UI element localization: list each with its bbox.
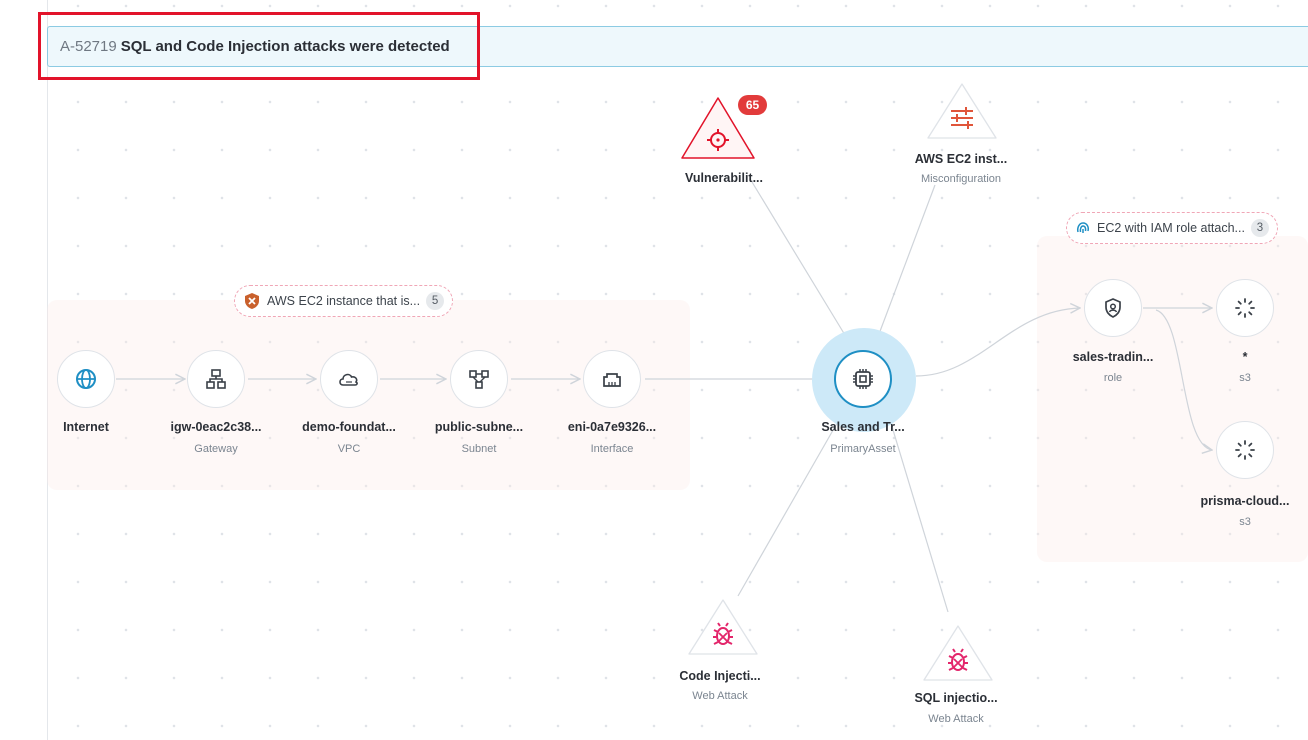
node-s3-star[interactable] [1216, 279, 1274, 337]
node-vpc-type: VPC [337, 443, 361, 455]
node-s3-star-title: * [1242, 350, 1248, 364]
bug-icon [713, 622, 733, 645]
edge-role-s3prisma [1155, 309, 1212, 450]
node-sql-injection-type: Web Attack [928, 713, 984, 725]
group-chip-iam[interactable]: EC2 with IAM role attach... 3 [1066, 212, 1278, 244]
node-subnet-type: Subnet [461, 443, 497, 455]
node-gateway-type: Gateway [194, 443, 238, 455]
node-interface-type: Interface [590, 443, 634, 455]
node-vpc-title: demo-foundat... [302, 420, 396, 434]
node-internet-title: Internet [63, 420, 109, 434]
sliders-icon [951, 107, 973, 129]
node-sql-injection-title: SQL injectio... [914, 691, 998, 705]
cpu-icon [853, 369, 873, 389]
cloud-icon [339, 373, 358, 386]
node-role-type: role [1103, 372, 1123, 384]
edge-primary-sqlinjection [889, 419, 949, 613]
edge-vulnerability-primary [751, 181, 849, 341]
group-chip-iam-count: 3 [1250, 219, 1269, 237]
fingerprint-icon [1077, 222, 1089, 233]
crosshair-icon [707, 129, 729, 151]
node-s3-star-type: s3 [1239, 372, 1251, 384]
user-shield-icon [1105, 298, 1121, 318]
node-gateway[interactable] [187, 350, 245, 408]
spinner-icon [1235, 298, 1255, 318]
subnet-icon [469, 370, 489, 389]
node-interface[interactable] [583, 350, 641, 408]
shield-warning-icon [245, 293, 259, 309]
node-s3-prisma-title: prisma-cloud... [1200, 494, 1290, 508]
network-icon [206, 369, 226, 389]
node-vulnerability-title: Vulnerabilit... [684, 171, 764, 185]
node-code-injection-type: Web Attack [692, 690, 748, 702]
node-interface-title: eni-0a7e9326... [567, 420, 657, 434]
node-primary-title: Sales and Tr... [821, 420, 905, 434]
edge-primary-role [915, 308, 1080, 377]
alert-title: SQL and Code Injection attacks were dete… [120, 38, 450, 55]
ethernet-icon [603, 373, 621, 387]
node-primary-type: PrimaryAsset [830, 443, 896, 455]
node-sql-injection[interactable] [918, 622, 998, 684]
spinner-icon [1235, 440, 1255, 460]
group-chip-iam-label: EC2 with IAM role attach... [1097, 221, 1245, 235]
vulnerability-count-badge: 65 [738, 95, 767, 115]
node-code-injection[interactable] [683, 596, 763, 658]
node-gateway-title: igw-0eac2c38... [170, 420, 262, 434]
node-internet[interactable] [57, 350, 115, 408]
globe-icon [76, 369, 96, 389]
bug-icon [948, 648, 968, 671]
node-misconfig-type: Misconfiguration [920, 173, 1002, 185]
node-vulnerability[interactable] [678, 92, 758, 164]
group-chip-network-label: AWS EC2 instance that is... [267, 294, 421, 308]
node-vpc[interactable] [320, 350, 378, 408]
graph-canvas[interactable] [47, 0, 1308, 740]
group-chip-network-count: 5 [426, 292, 445, 310]
node-s3-prisma[interactable] [1216, 421, 1274, 479]
alert-id: A-52719 [60, 38, 117, 55]
node-misconfig-title: AWS EC2 inst... [914, 152, 1008, 166]
node-role-title: sales-tradin... [1072, 350, 1154, 364]
node-subnet-title: public-subne... [434, 420, 524, 434]
group-chip-network[interactable]: AWS EC2 instance that is... 5 [234, 285, 454, 317]
node-s3-prisma-type: s3 [1239, 516, 1251, 528]
edge-primary-codeinjection [737, 417, 841, 597]
node-misconfiguration[interactable] [922, 80, 1002, 142]
node-code-injection-title: Code Injecti... [679, 669, 761, 683]
edge-misconfig-primary [875, 184, 936, 343]
node-primary-asset[interactable] [834, 350, 892, 408]
node-role[interactable] [1084, 279, 1142, 337]
node-subnet[interactable] [450, 350, 508, 408]
